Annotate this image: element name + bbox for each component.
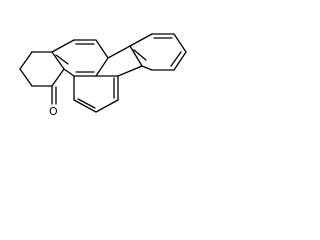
oxygen-atom-label: O <box>49 105 58 118</box>
bond-right-ring-6b <box>133 49 147 61</box>
bond-low-ring-2b <box>77 98 96 109</box>
molecule-structure-diagram: O <box>19 33 187 118</box>
bond-right-ring-1 <box>129 33 153 47</box>
bond-mid-ring-4 <box>95 57 109 77</box>
bond-mid-ring-6b <box>55 54 69 65</box>
bond-right-ring-4b <box>170 51 182 67</box>
bond-right-ring-3 <box>173 33 187 53</box>
bond-low-ring-2 <box>73 99 97 113</box>
bond-right-ring-6 <box>141 65 153 71</box>
bond-mid-ring-1 <box>51 39 75 53</box>
bond-five-ring-3 <box>117 65 143 77</box>
bond-sat-ring-5 <box>51 68 65 87</box>
bond-sat-ring-2 <box>19 51 33 70</box>
bond-five-ring-1 <box>107 45 131 59</box>
bond-mid-ring-6 <box>63 68 75 77</box>
bond-mid-ring-3 <box>95 39 109 59</box>
bond-low-ring-3 <box>95 99 119 113</box>
bond-five-ring-2 <box>129 45 143 67</box>
bond-sat-ring-6 <box>51 51 65 70</box>
bond-sat-ring-3 <box>19 68 33 87</box>
bond-right-ring-4 <box>173 51 187 71</box>
